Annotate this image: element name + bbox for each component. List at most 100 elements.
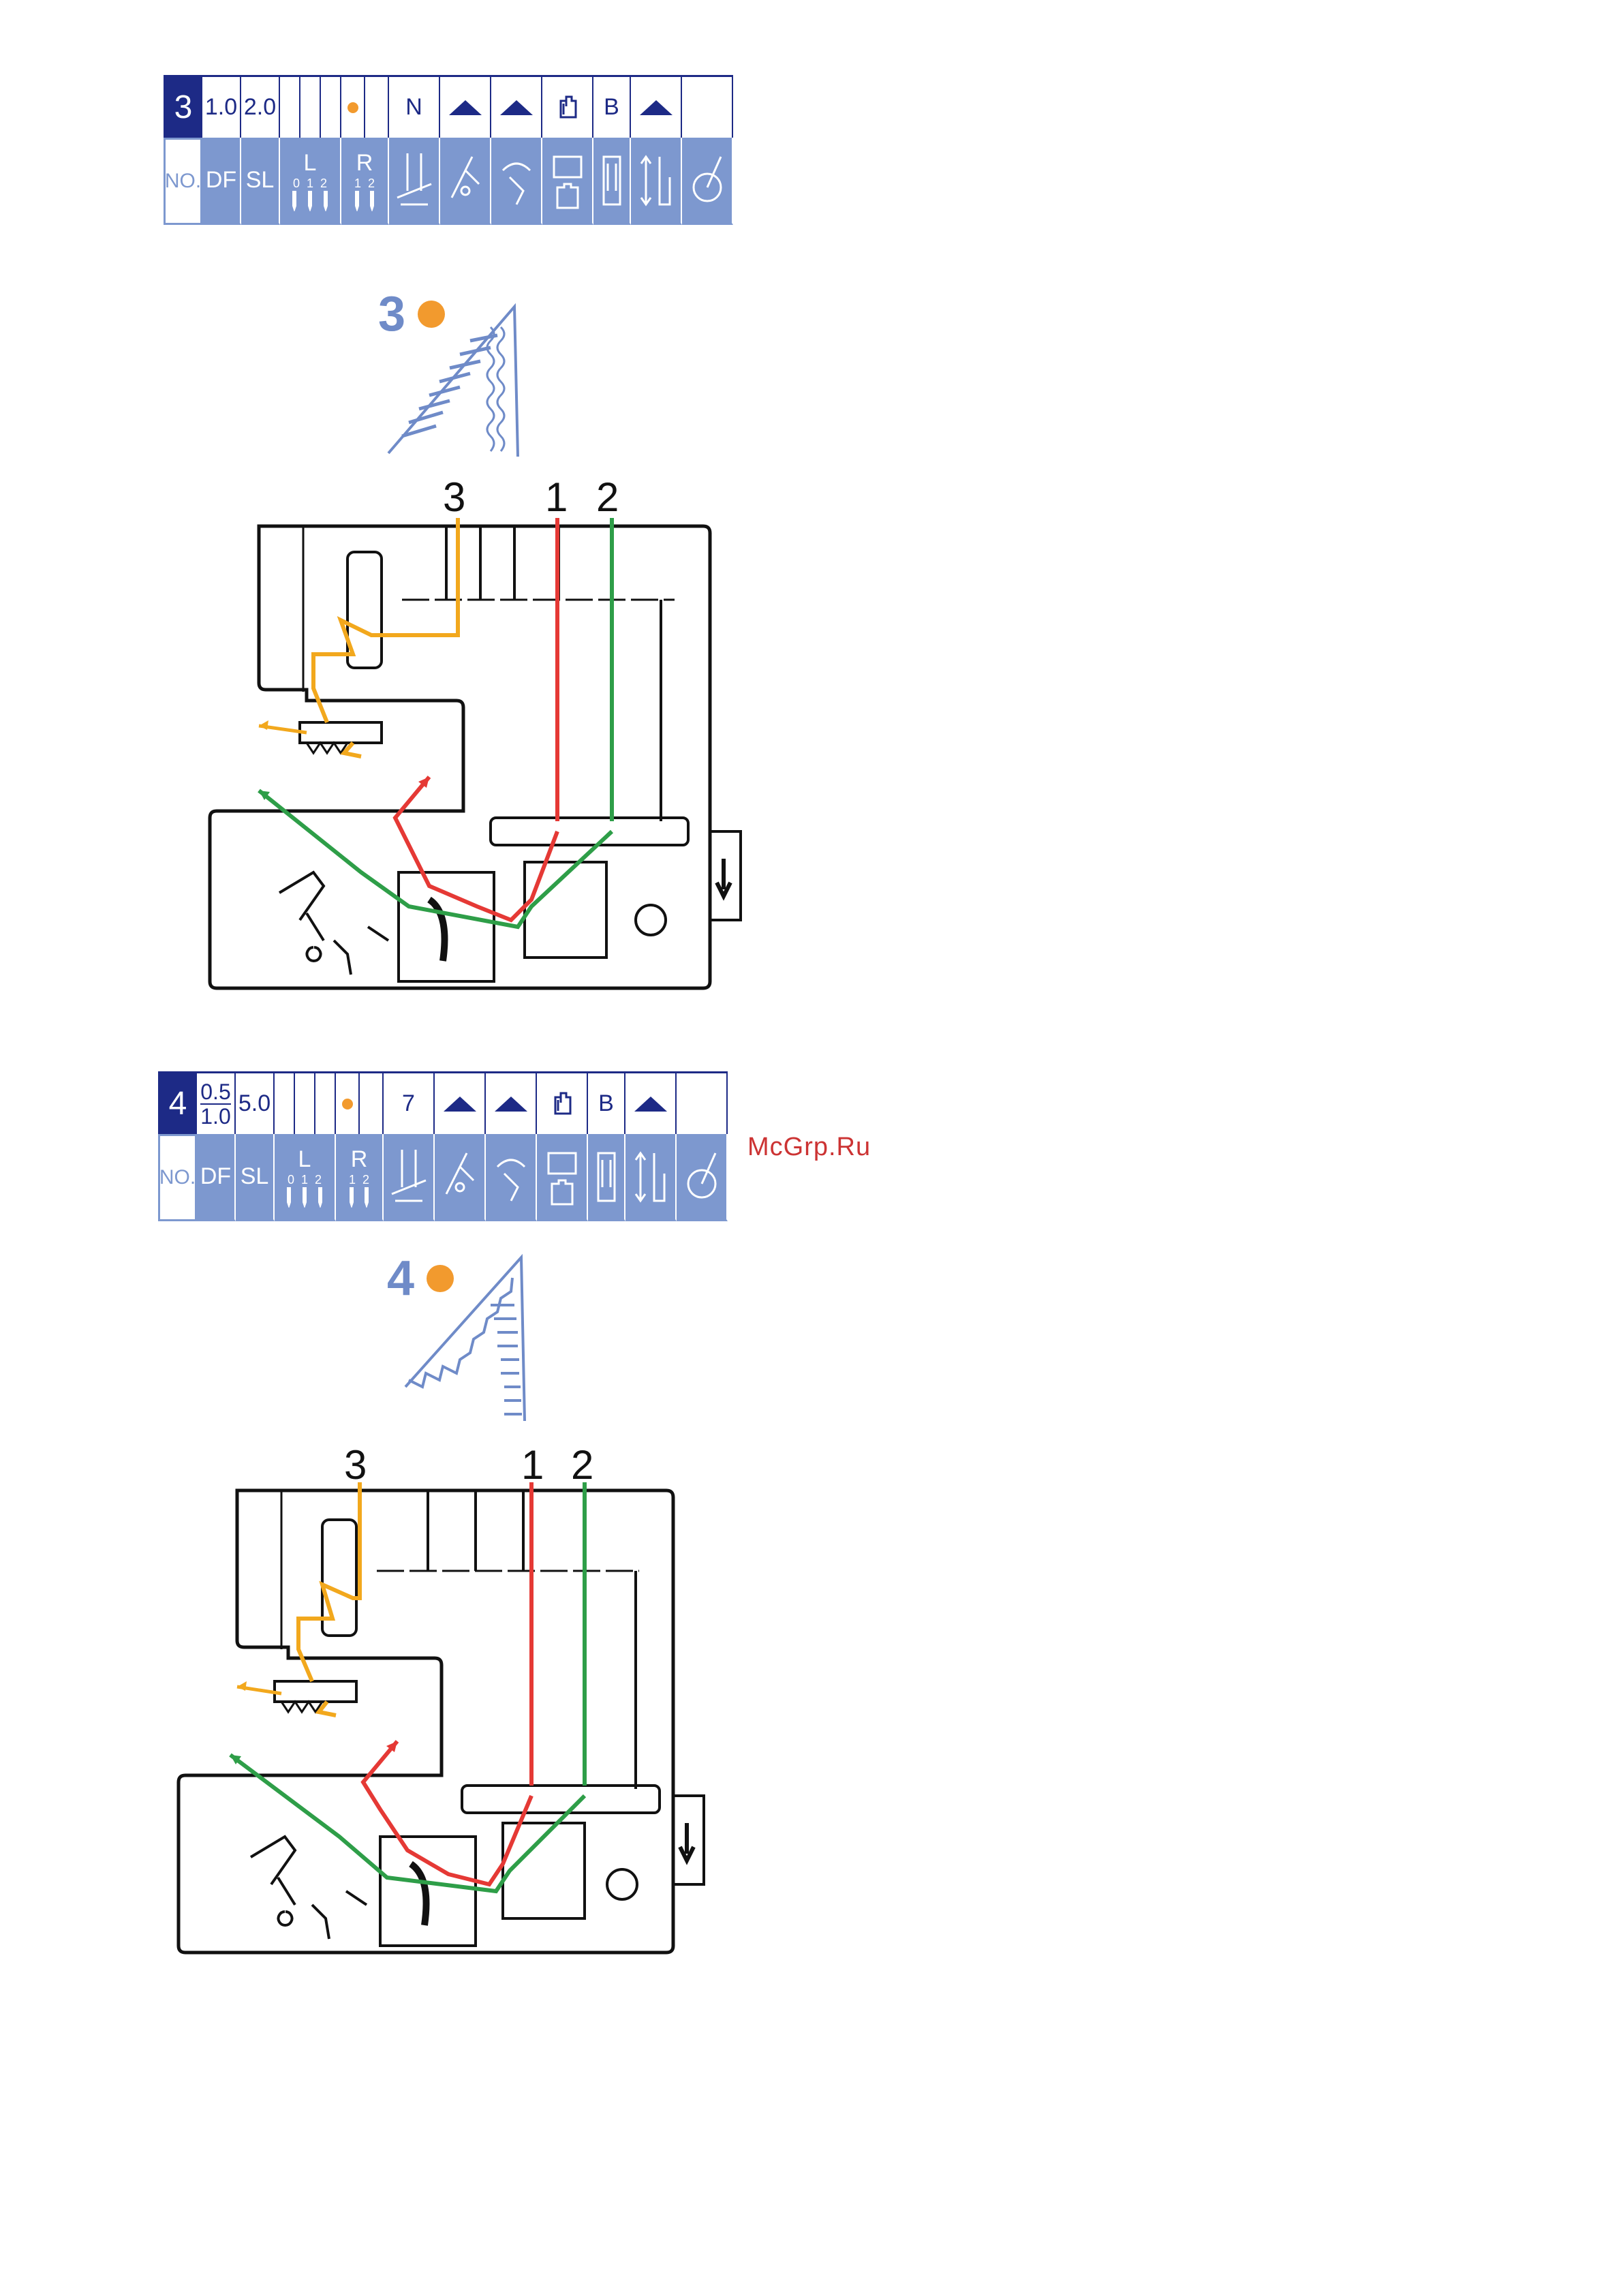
- sl-label: SL: [241, 1163, 269, 1190]
- r-label-cell: R 1 2: [341, 138, 389, 225]
- lever-icon: [491, 1146, 531, 1208]
- looper-tension-icon: [388, 1146, 429, 1208]
- thread-label-3: 3: [344, 1441, 367, 1488]
- r-needle-1: 1: [349, 1173, 356, 1187]
- watermark-text: McGrp.Ru: [747, 1133, 871, 1162]
- df-value: 1.0: [205, 94, 237, 121]
- needle-icons: [281, 1187, 328, 1208]
- l-needle-1: 1: [307, 177, 313, 191]
- sl-value-cell: 2.0: [241, 75, 280, 138]
- stitch-number-cell: 3: [164, 75, 202, 138]
- l0-cell: [275, 1071, 295, 1134]
- l-needle-1: 1: [301, 1173, 308, 1187]
- l0-cell: [280, 75, 300, 138]
- r-needle-2: 2: [368, 177, 375, 191]
- r-needle-2: 2: [362, 1173, 369, 1187]
- lever-icon-cell-1: [435, 1134, 486, 1221]
- up-triangle-icon: [449, 100, 482, 115]
- tension-value-cell: N: [389, 75, 440, 138]
- no-label-cell: NO.: [158, 1134, 197, 1221]
- presser-cell: [542, 75, 593, 138]
- l2-cell: [321, 75, 341, 138]
- lever-icon-cell-2: [486, 1134, 537, 1221]
- up-triangle-icon: [634, 1097, 667, 1112]
- plate-icon-cell: [542, 138, 593, 225]
- height-icon-cell: [625, 1134, 677, 1221]
- l-label-cell: L 0 1 2: [275, 1134, 336, 1221]
- up-triangle-icon: [444, 1097, 476, 1112]
- thread-label-2: 2: [596, 474, 619, 521]
- df-label: DF: [206, 167, 236, 194]
- l1-cell: [295, 1071, 315, 1134]
- stitch-number: 3: [174, 89, 193, 126]
- presser-plate-icon: [548, 1090, 576, 1118]
- l-label-cell: L 0 1 2: [280, 138, 341, 225]
- knife-icon-cell: [682, 138, 733, 225]
- b-cell: B: [588, 1071, 625, 1134]
- tension-value-cell: 7: [384, 1071, 435, 1134]
- sl-value: 5.0: [238, 1090, 270, 1117]
- df-label-cell: DF: [197, 1134, 236, 1221]
- sl-label-cell: SL: [241, 138, 280, 225]
- df-value-cell: 1.0: [202, 75, 241, 138]
- l2-cell: [315, 1071, 336, 1134]
- no-label-cell: NO.: [164, 138, 202, 225]
- height-icon-cell: [631, 138, 682, 225]
- stitch-number: 4: [169, 1085, 187, 1122]
- r-label: R: [356, 150, 373, 177]
- up-triangle-icon: [500, 100, 533, 115]
- tension-icon-cell: [384, 1134, 435, 1221]
- lever-icon: [445, 150, 486, 211]
- l-label: L: [304, 150, 317, 177]
- needle-icons: [286, 191, 334, 211]
- looper-tension-icon: [394, 150, 435, 211]
- up-triangle-icon: [640, 100, 673, 115]
- stitch-4-illustration: [402, 1251, 538, 1428]
- knife-icon-cell: [677, 1134, 728, 1221]
- lever-up-cell-3: [631, 75, 682, 138]
- settings-table-3: 3 1.0 2.0 N B NO. DF SL L 0 1 2: [164, 75, 733, 225]
- blank-cell: [677, 1071, 728, 1134]
- sl-label-cell: SL: [236, 1134, 275, 1221]
- df-label-cell: DF: [202, 138, 241, 225]
- threading-diagram-2: [176, 1482, 721, 1959]
- b-value: B: [598, 1090, 614, 1117]
- lever-icon-cell-1: [440, 138, 491, 225]
- l1-cell: [300, 75, 321, 138]
- presser-plate-icon: [554, 94, 581, 121]
- r1-cell: [336, 1071, 360, 1134]
- no-label: NO.: [165, 170, 201, 193]
- blank-cell: [682, 75, 733, 138]
- lever-icon: [439, 1146, 480, 1208]
- plate-icon: [547, 150, 588, 211]
- l-needle-0: 0: [288, 1173, 294, 1187]
- height-arrow-icon: [636, 150, 677, 211]
- l-label: L: [298, 1146, 311, 1173]
- foot-icon-cell: [593, 138, 631, 225]
- knife-wheel-icon: [681, 1146, 722, 1208]
- tension-value: 7: [402, 1090, 415, 1117]
- r-label-cell: R 1 2: [336, 1134, 384, 1221]
- threading-diagram-1: [204, 518, 749, 995]
- lever-icon: [496, 150, 537, 211]
- needle-icons: [342, 1187, 376, 1208]
- lever-icon-cell-2: [491, 138, 542, 225]
- knife-wheel-icon: [687, 150, 728, 211]
- lever-up-cell-3: [625, 1071, 677, 1134]
- b-value: B: [604, 94, 619, 121]
- l-needle-0: 0: [293, 177, 300, 191]
- thread-label-2: 2: [571, 1441, 593, 1488]
- tension-value: N: [405, 94, 422, 121]
- foot-icon-cell: [588, 1134, 625, 1221]
- tension-icon-cell: [389, 138, 440, 225]
- presser-cell: [537, 1071, 588, 1134]
- height-arrow-icon: [630, 1146, 671, 1208]
- lever-up-cell-2: [491, 75, 542, 138]
- lever-up-cell-1: [435, 1071, 486, 1134]
- sl-value-cell: 5.0: [236, 1071, 275, 1134]
- needle-dot-icon: [347, 102, 358, 113]
